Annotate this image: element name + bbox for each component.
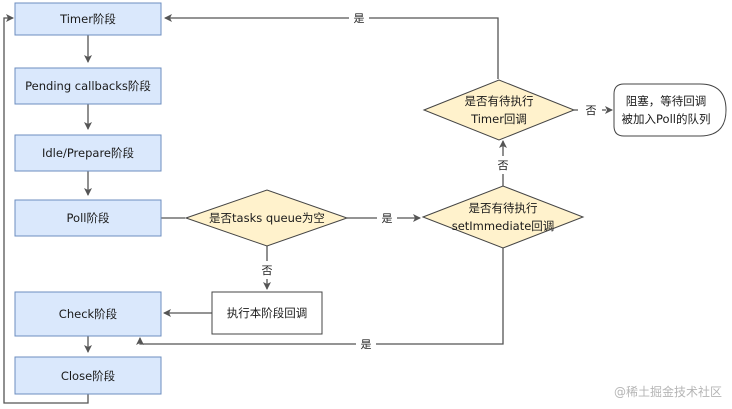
terminal-block-wait: 阻塞，等待回调 被加入Poll的队列 — [613, 83, 727, 137]
phase-check: Check阶段 — [14, 291, 162, 337]
terminal-line-1: 阻塞，等待回调 — [626, 94, 707, 108]
watermark: @稀土掘金技术社区 — [614, 384, 722, 399]
edge-label-no-queue: 否 — [262, 264, 273, 277]
decision-timer-line-2: Timer回调 — [470, 112, 527, 126]
execute-box-label: 执行本阶段回调 — [227, 306, 308, 320]
phase-poll: Poll阶段 — [14, 199, 162, 237]
decision-tasks-queue-empty: 是否tasks queue为空 — [184, 189, 349, 247]
decision-set-immediate: 是否有待执行 setImmediate回调 — [421, 185, 585, 249]
phase-timer: Timer阶段 — [14, 2, 162, 36]
edge-label-yes-top: 是 — [354, 12, 365, 25]
phase-idle-prepare: Idle/Prepare阶段 — [14, 134, 162, 172]
edge-label-yes-mid: 是 — [382, 212, 393, 225]
phase-timer-label: Timer阶段 — [59, 12, 116, 26]
decision-timer-line-1: 是否有待执行 — [465, 94, 534, 108]
edge-close-loop-to-timer — [3, 14, 89, 404]
edge-label-no-timer: 否 — [586, 104, 597, 117]
phase-idle-label: Idle/Prepare阶段 — [42, 146, 135, 160]
connectors — [3, 14, 613, 404]
decision-timer-pending: 是否有待执行 Timer回调 — [422, 79, 576, 141]
decision-immediate-line-1: 是否有待执行 — [469, 201, 538, 215]
phase-poll-label: Poll阶段 — [67, 211, 110, 225]
decision-tasks-label: 是否tasks queue为空 — [209, 211, 325, 225]
edge-label-yes-bottom: 是 — [361, 338, 372, 351]
decision-immediate-line-2: setImmediate回调 — [452, 219, 555, 233]
phase-check-label: Check阶段 — [59, 307, 118, 321]
edge-timer-yes — [164, 14, 499, 79]
phase-close-label: Close阶段 — [61, 369, 116, 383]
edge-label-no-immediate: 否 — [498, 159, 509, 172]
phase-close: Close阶段 — [14, 356, 162, 395]
terminal-line-2: 被加入Poll的队列 — [622, 112, 711, 126]
phase-pending-label: Pending callbacks阶段 — [25, 79, 151, 93]
phase-pending-callbacks: Pending callbacks阶段 — [14, 67, 162, 105]
edge-immediate-yes-to-check — [136, 248, 504, 345]
execute-phase-callbacks-box: 执行本阶段回调 — [211, 291, 323, 335]
